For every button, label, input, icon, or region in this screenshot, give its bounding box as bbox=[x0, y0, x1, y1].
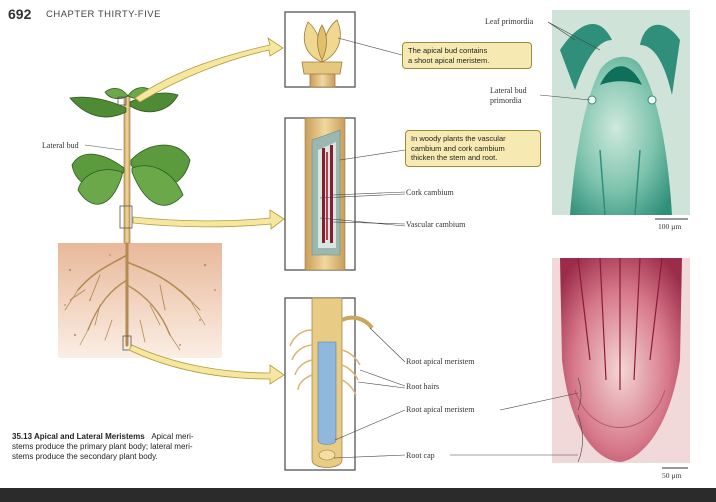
callout-woody-plants: In woody plants the vascular cambium and… bbox=[405, 130, 541, 167]
label-lateral-bud-primordia-line2: primordia bbox=[490, 96, 522, 105]
callout-woody-line3: thicken the stem and root. bbox=[411, 153, 498, 162]
page-number: 692 bbox=[8, 6, 32, 22]
callout-apical-bud-line2: a shoot apical meristem. bbox=[408, 55, 490, 65]
lateral-bud-leader bbox=[84, 144, 123, 151]
apical-bud-drawing bbox=[301, 19, 343, 88]
bottom-bar bbox=[0, 488, 716, 502]
stem-section-marker bbox=[119, 205, 133, 229]
apical-bud-marker bbox=[117, 96, 127, 106]
shoot-scale-label: 100 µm bbox=[658, 222, 682, 231]
caption-line-3: stems produce the secondary plant body. bbox=[12, 452, 158, 461]
plant-roots bbox=[64, 241, 206, 351]
label-cork-cambium: Cork cambium bbox=[406, 188, 454, 197]
shoot-micrograph-detail bbox=[560, 23, 680, 216]
label-leaf-primordia: Leaf primordia bbox=[485, 17, 534, 26]
plant-stem bbox=[123, 94, 131, 244]
label-root-apical-meristem-bottom: Root apical meristem bbox=[406, 405, 475, 414]
root-scale-label: 50 µm bbox=[662, 471, 682, 480]
caption-line1-text: Apical meri- bbox=[151, 432, 194, 441]
label-root-apical-meristem-top: Root apical meristem bbox=[406, 357, 475, 366]
label-root-cap: Root cap bbox=[406, 451, 435, 460]
caption-line-2: stems produce the primary plant body; la… bbox=[12, 442, 193, 451]
root-micrograph-detail bbox=[560, 257, 682, 462]
label-root-hairs: Root hairs bbox=[406, 382, 440, 391]
callout-apical-bud: The apical bud contains a shoot apical m… bbox=[402, 42, 532, 69]
caption-line-1: 35.13 Apical and Lateral Meristems Apica… bbox=[12, 432, 267, 442]
callout-apical-bud-line1: The apical bud contains bbox=[408, 46, 488, 55]
caption-title: 35.13 Apical and Lateral Meristems bbox=[12, 432, 145, 441]
label-lateral-bud: Lateral bud bbox=[42, 141, 79, 150]
chapter-title: CHAPTER THIRTY-FIVE bbox=[46, 9, 161, 20]
connection-arrows bbox=[128, 37, 285, 385]
label-vascular-cambium: Vascular cambium bbox=[406, 220, 466, 229]
root-tip-marker bbox=[122, 335, 132, 351]
callout-woody-line1: In woody plants the vascular bbox=[411, 134, 506, 143]
figure-caption: 35.13 Apical and Lateral Meristems Apica… bbox=[12, 432, 267, 462]
root-tip-drawing bbox=[289, 297, 374, 468]
label-leaders bbox=[319, 21, 601, 463]
stem-section-drawing bbox=[304, 117, 346, 271]
callout-woody-line2: cambium and cork cambium bbox=[411, 143, 505, 153]
label-lateral-bud-primordia-line1: Lateral bud bbox=[490, 86, 527, 95]
